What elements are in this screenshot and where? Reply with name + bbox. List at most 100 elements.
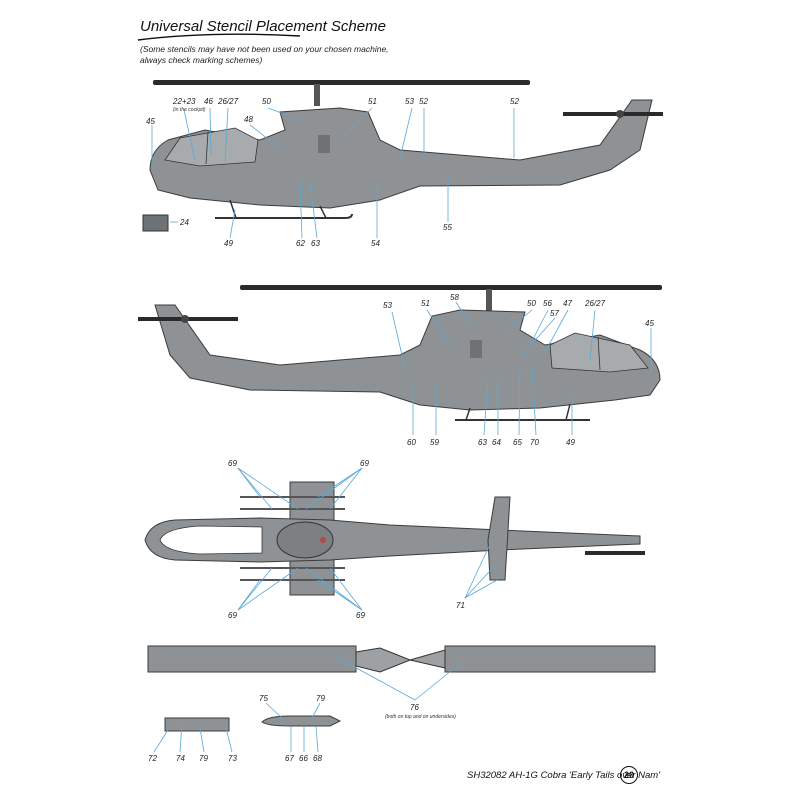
- page-subtitle: (Some stencils may have not been used on…: [140, 44, 400, 66]
- engine-vent: [470, 340, 482, 358]
- callout-label: 63: [311, 239, 320, 248]
- callout-label: 74: [176, 754, 185, 763]
- callout-label: 60: [407, 438, 416, 447]
- tail-rotor-hub: [181, 315, 189, 323]
- callout-label: 69: [356, 611, 365, 620]
- callout-label: 53: [405, 97, 414, 106]
- side-view-left: 45 22+23 (in the cockpit) 46 26/27 50 48…: [142, 80, 663, 248]
- canopy: [164, 127, 259, 167]
- rotor-hub: [320, 537, 326, 543]
- callout-label: 46: [204, 97, 213, 106]
- weapon-pods: 72 74 79 73 75 79 67 66 68: [148, 694, 342, 763]
- callout-label: 45: [146, 117, 155, 126]
- callout-label: 64: [492, 438, 501, 447]
- fuselage: [154, 304, 661, 411]
- rotor-blade-view: 76 (both on top and on undersides): [147, 645, 656, 720]
- callout-label: 69: [360, 459, 369, 468]
- canopy-frame: [205, 131, 209, 165]
- callout-lines: [237, 467, 501, 611]
- callout-label: 63: [478, 438, 487, 447]
- skid: [215, 213, 353, 219]
- fuselage-top: [144, 517, 641, 563]
- title-swoosh: [137, 33, 301, 41]
- callout-lines: [337, 657, 463, 701]
- rotor-blade-left: [147, 645, 357, 673]
- callout-label: 70: [530, 438, 539, 447]
- tail-rotor-hub: [616, 110, 624, 118]
- callout-label: 52: [419, 97, 428, 106]
- callout-lines: [391, 301, 652, 436]
- callout-label: 69: [228, 611, 237, 620]
- callout-label: 54: [371, 239, 380, 248]
- callout-label: 76: [410, 703, 419, 712]
- top-view: 69 69 69 69 71: [144, 459, 645, 620]
- side-view-right: 53 51 58 50 56 47 26/27 57 45 60 59 63 6…: [138, 285, 662, 447]
- callout-label: 79: [199, 754, 208, 763]
- callout-label: 71: [456, 601, 465, 610]
- skid-strut: [565, 403, 571, 421]
- engine-deck: [276, 521, 334, 559]
- canopy-top: [159, 525, 263, 555]
- callout-label: 58: [450, 293, 459, 302]
- stencil-panel: [142, 214, 169, 232]
- footer-caption: SH32082 AH-1G Cobra 'Early Tails over Na…: [467, 770, 661, 781]
- callout-label: 68: [313, 754, 322, 763]
- rotor-blade-right: [444, 645, 656, 673]
- callout-label: 24: [179, 218, 189, 227]
- engine-vent: [318, 135, 330, 153]
- callout-label: 56: [543, 299, 552, 308]
- skid-strut: [319, 205, 327, 219]
- callout-label: 67: [285, 754, 294, 763]
- callout-label: 79: [316, 694, 325, 703]
- minigun-pod: [261, 715, 342, 727]
- subtitle-line: always check marking schemes): [140, 55, 263, 65]
- skid-strut: [465, 407, 471, 421]
- callout-label: 72: [148, 754, 157, 763]
- callout-label: 47: [563, 299, 572, 308]
- tail-rotor-blade: [585, 551, 645, 555]
- rotor-mast: [486, 289, 492, 313]
- callout-label: 48: [244, 115, 253, 124]
- callout-lines: [153, 702, 321, 753]
- callout-label: 51: [421, 299, 430, 308]
- callout-label: 73: [228, 754, 237, 763]
- rotor-hub-assembly: [355, 647, 446, 673]
- page-title: Universal Stencil Placement Scheme: [140, 18, 386, 35]
- callout-label: 50: [262, 97, 271, 106]
- callout-label: 26/27: [217, 97, 239, 106]
- subtitle-line: (Some stencils may have not been used on…: [140, 44, 389, 54]
- callout-label: 65: [513, 438, 522, 447]
- callout-label: 49: [566, 438, 575, 447]
- callout-label: 50: [527, 299, 536, 308]
- callout-label: 57: [550, 309, 559, 318]
- tail-fin: [487, 496, 511, 581]
- callout-label: 55: [443, 223, 452, 232]
- callout-label: 75: [259, 694, 268, 703]
- callout-label: 59: [430, 438, 439, 447]
- callout-lines: [151, 107, 515, 239]
- callout-label: 49: [224, 239, 233, 248]
- callout-label: 26/27: [584, 299, 606, 308]
- stub-wing: [289, 554, 335, 596]
- rotor-mast: [314, 84, 320, 106]
- page-number: 20: [620, 766, 638, 784]
- callout-label: 22+23: [172, 97, 196, 106]
- callout-label: 51: [368, 97, 377, 106]
- tail-rotor-blade: [563, 112, 663, 116]
- main-rotor-blade: [240, 285, 662, 290]
- stub-wing: [289, 481, 335, 523]
- callout-label: 62: [296, 239, 305, 248]
- callout-label: 45: [645, 319, 654, 328]
- skid-strut: [229, 199, 237, 219]
- cockpit-note: (in the cockpit): [173, 107, 206, 113]
- callout-label: 66: [299, 754, 308, 763]
- rotor-note: (both on top and on undersides): [385, 714, 456, 720]
- callout-label: 53: [383, 301, 392, 310]
- callout-label: 52: [510, 97, 519, 106]
- rocket-pod: [164, 717, 230, 732]
- canopy-frame: [597, 336, 601, 371]
- main-rotor-blade: [153, 80, 530, 85]
- callout-label: 69: [228, 459, 237, 468]
- pylon-rods: [240, 496, 345, 581]
